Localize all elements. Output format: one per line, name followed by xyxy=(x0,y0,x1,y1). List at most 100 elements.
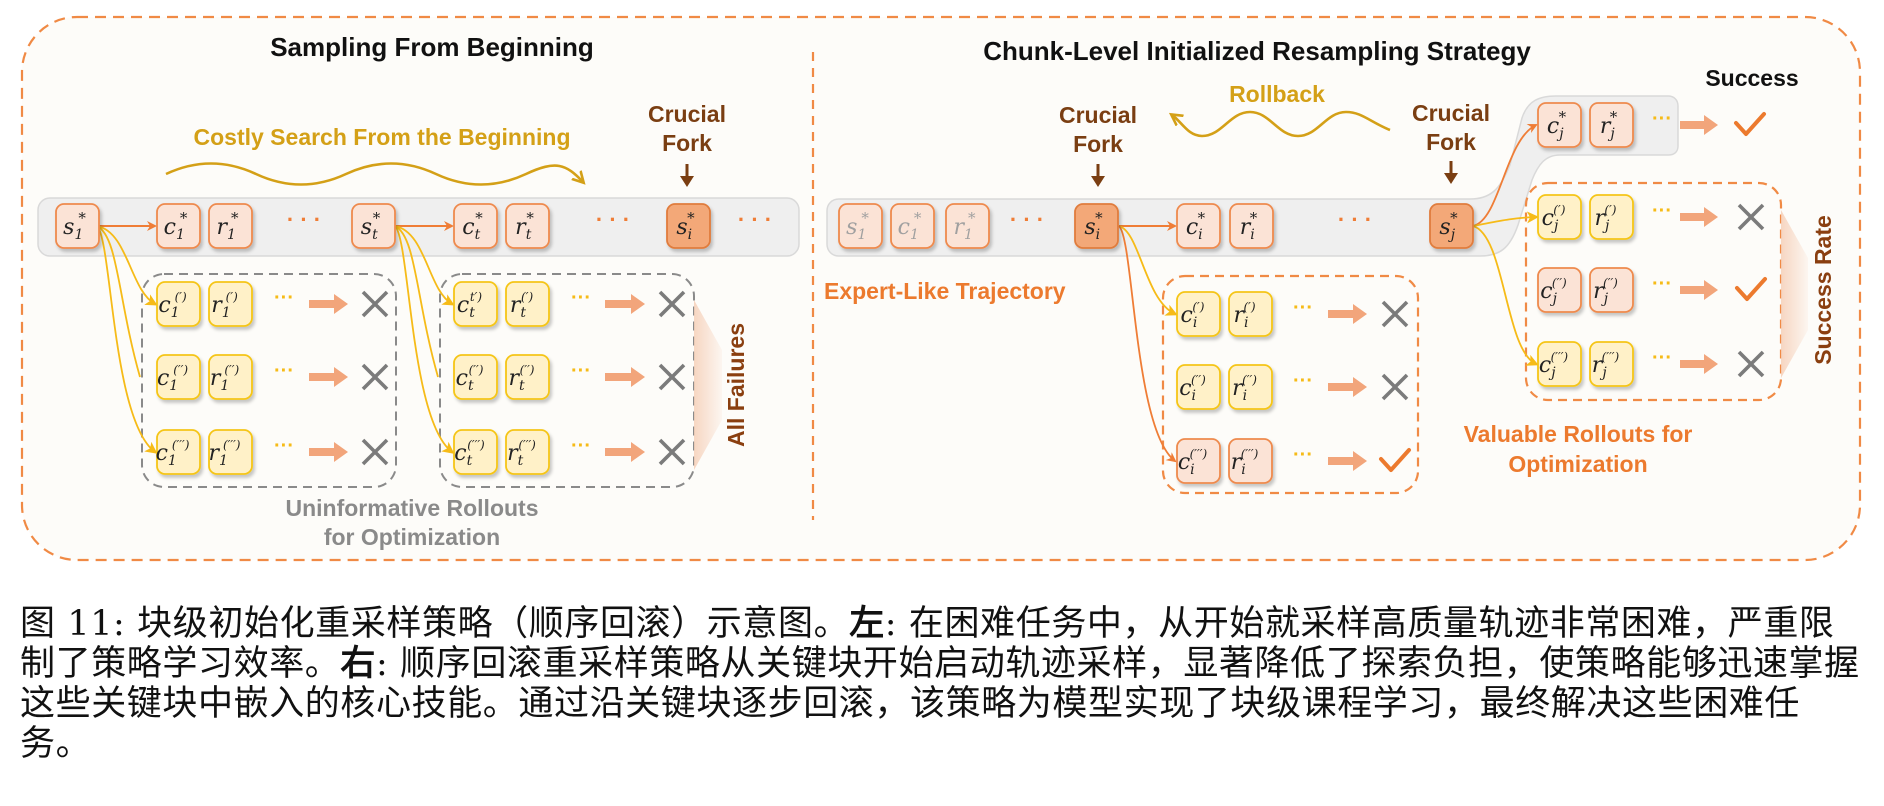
left-group-1-row-1-r-symbol: r1(′) xyxy=(211,290,238,321)
right-track-node-6-box xyxy=(1229,203,1274,249)
group-i-row-1-c-symbol: ci(′) xyxy=(1181,300,1205,331)
left-track-node-1-box xyxy=(156,203,201,249)
top-branch-c-box xyxy=(1537,102,1582,148)
group-j-row-2-r-box xyxy=(1589,267,1634,313)
left-group-2-row-1-c: ctt′) xyxy=(453,281,498,327)
group-i-row-1-r: ri(′) xyxy=(1228,291,1273,337)
branch-s1-row2 xyxy=(96,225,141,378)
right-track-node-8-box xyxy=(1429,203,1474,249)
left-track-node-0-symbol: s1* xyxy=(63,209,86,243)
branch-sj-row1 xyxy=(1472,211,1539,227)
branch-st-row1 xyxy=(394,225,455,306)
rollback-label: Rollback xyxy=(1229,81,1325,107)
top-branch-r: rj* xyxy=(1589,102,1634,148)
right-track-node-1-box xyxy=(890,203,935,249)
diagram-nodes: s1*c1*r1*· · ·st*ct*rt*· · ·si*· · ·c1(′… xyxy=(55,102,1767,484)
left-track-node-5: ct* xyxy=(453,203,498,249)
crucial-fork-i-label-2: Fork xyxy=(1073,131,1123,157)
left-group-2-row-1-cross-icon xyxy=(658,290,686,318)
valuable-rollouts-label-1: Valuable Rollouts for xyxy=(1464,421,1693,447)
group-j-row-1-r-box xyxy=(1589,194,1634,240)
left-group-2-row-2-c: ct(′′) xyxy=(453,354,498,400)
left-track-dots-3: · · · xyxy=(287,207,321,232)
caption-left-text: : 在困难任务中，从开始就采样高质量轨迹非常困难，严重限制了策略学习效率。 xyxy=(20,604,1835,684)
left-group-1-row-3-c-symbol: c1(′′′) xyxy=(156,438,190,469)
group-i-row-3-r-box xyxy=(1228,438,1273,484)
group-i-row-2-r: ri(′′) xyxy=(1228,364,1273,410)
right-panel-title: Chunk-Level Initialized Resampling Strat… xyxy=(983,36,1531,66)
crucial-fork-j-label-2: Fork xyxy=(1426,129,1476,155)
left-track-node-2: r1* xyxy=(208,203,253,249)
all-failures-fan xyxy=(694,300,722,470)
left-group-2-row-3-c-box xyxy=(453,429,498,475)
left-track-node-8-symbol: si* xyxy=(676,209,695,243)
right-track-node-4: si* xyxy=(1074,203,1119,249)
group-i-row-3-c: ci(′′′) xyxy=(1176,438,1221,484)
group-i-row-1-cross-icon xyxy=(1381,300,1409,328)
left-group-1-row-1-r: r1(′) xyxy=(208,281,253,327)
group-j-row-3-r-symbol: rj(′′′) xyxy=(1592,350,1620,381)
left-group-2-row-2-arrow-icon xyxy=(605,367,645,387)
left-group-2-row-2-dots: ··· xyxy=(571,360,591,382)
right-track-node-2: r1* xyxy=(945,203,990,249)
group-j-row-2-dots: ··· xyxy=(1652,273,1672,295)
left-track-node-6: rt* xyxy=(505,203,550,249)
left-group-2-row-1-r: rt(′) xyxy=(505,281,550,327)
left-group-1-row-2-r-box xyxy=(208,354,253,400)
left-group-2-row-3-r-symbol: rt(′′′) xyxy=(507,438,536,469)
group-j-row-1-c-box xyxy=(1537,194,1582,240)
left-group-2-row-2-r-box xyxy=(505,354,550,400)
left-group-2-row-2-cross-icon xyxy=(658,363,686,391)
branch-si-row1 xyxy=(1118,225,1178,316)
left-group-2-row-1-dots: ··· xyxy=(571,287,591,309)
top-branch-dots: ··· xyxy=(1652,108,1672,130)
left-group-2-row-3-cross-icon xyxy=(658,438,686,466)
group-j-row-1-r-symbol: rj(′) xyxy=(1595,203,1617,234)
group-i-row-3-r-symbol: ri(′′′) xyxy=(1231,447,1259,478)
group-i-row-2-r-box xyxy=(1228,364,1273,410)
left-track-node-2-symbol: r1* xyxy=(217,209,239,243)
group-j-row-3-c-symbol: cj(′′′) xyxy=(1539,350,1569,381)
left-group-1-row-3-r: r1(′′′) xyxy=(208,429,253,475)
group-j-row-3-r-box xyxy=(1589,341,1634,387)
left-track-node-0: s1* xyxy=(55,203,100,249)
group-j-row-3-dots: ··· xyxy=(1652,347,1672,369)
left-group-2-row-1-arrow-icon xyxy=(605,294,645,314)
left-group-2-row-3-c-symbol: ct(′′′) xyxy=(454,438,485,469)
right-track-node-8: sj* xyxy=(1429,203,1474,249)
group-i-row-2-c-symbol: ci(′′) xyxy=(1179,373,1206,404)
group-i-row-1-dots: ··· xyxy=(1293,297,1313,319)
group-i-row-3-dots: ··· xyxy=(1293,444,1313,466)
caption-right-tag: 右 xyxy=(340,643,377,684)
group-i-row-3-c-box xyxy=(1176,438,1221,484)
costly-search-wave xyxy=(165,162,583,186)
right-track-node-1-symbol: c1* xyxy=(898,209,922,243)
group-j-row-2-r-symbol: rj(′′) xyxy=(1593,276,1618,307)
top-branch-c: cj* xyxy=(1537,102,1582,148)
right-track-node-5-symbol: ci* xyxy=(1186,209,1206,243)
left-group-1-row-3-dots: ··· xyxy=(274,435,294,457)
costly-search-label: Costly Search From the Beginning xyxy=(194,124,571,150)
left-group-2-frame xyxy=(439,273,695,488)
group-j-row-3-c-box xyxy=(1537,341,1582,387)
group-i-row-1-r-box xyxy=(1228,291,1273,337)
left-group-2-row-3-r: rt(′′′) xyxy=(505,429,550,475)
branch-st-row2 xyxy=(394,225,439,378)
expert-like-trajectory-label: Expert-Like Trajectory xyxy=(824,278,1066,304)
group-j-row-1-r: rj(′) xyxy=(1589,194,1634,240)
right-track-dots-7: · · · xyxy=(1338,207,1372,232)
left-group-1-row-2-arrow-icon xyxy=(309,367,348,387)
right-track-node-2-symbol: r1* xyxy=(954,209,976,243)
branch-si-row3 xyxy=(1118,225,1177,463)
left-group-1-row-3-c-box xyxy=(156,429,201,475)
crucial-fork-j-arrow-icon xyxy=(1444,161,1458,184)
top-branch-c-symbol: cj* xyxy=(1547,108,1567,142)
right-track-node-5: ci* xyxy=(1176,203,1221,249)
left-track-node-6-symbol: rt* xyxy=(515,209,534,243)
left-group-1-row-1-r-box xyxy=(208,281,253,327)
left-group-1-frame xyxy=(141,273,397,488)
left-group-1-row-1-arrow-icon xyxy=(309,294,348,314)
left-group-1-row-2-r: r1(′′) xyxy=(208,354,253,400)
group-i-row-2-c-box xyxy=(1176,364,1221,410)
group-j-row-1-c: cj(′) xyxy=(1537,194,1582,240)
